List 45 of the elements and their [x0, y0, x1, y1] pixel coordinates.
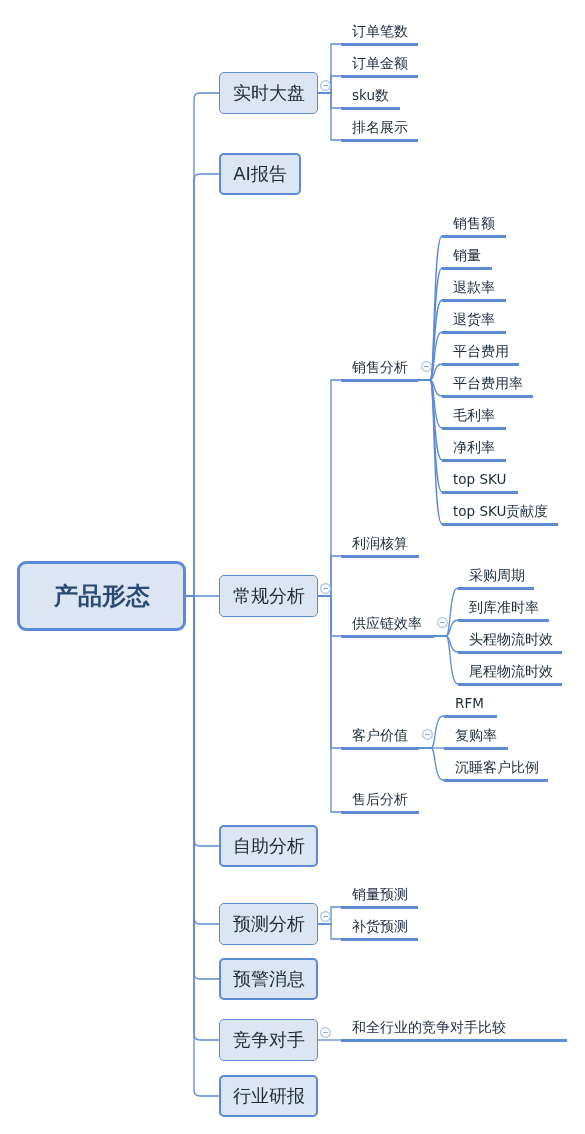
subtopic-label: top SKU [442, 468, 518, 494]
subtopic-label: 采购周期 [458, 564, 534, 590]
subtopic-label: 销量预测 [341, 883, 418, 909]
main-topic-box: 产品形态 [17, 561, 186, 631]
subtopic-label: 复购率 [444, 724, 508, 750]
connector-line [317, 923, 342, 940]
subtopic-label: 毛利率 [442, 404, 506, 430]
topic-box: AI报告 [219, 153, 301, 195]
connector-line [418, 747, 445, 781]
subtopic-label: 销售额 [442, 212, 506, 238]
subtopic-label: 排名展示 [341, 116, 418, 142]
subtopic-label: 供应链效率 [341, 612, 434, 638]
topic-box: 预测分析 [219, 903, 318, 945]
connector-line [317, 92, 342, 141]
topic-box: 竞争对手 [219, 1019, 318, 1061]
topic-box: 自助分析 [219, 825, 318, 867]
connector-line [433, 635, 459, 685]
subtopic-label: 售后分析 [341, 788, 419, 814]
subtopic-label: 补货预测 [341, 915, 418, 941]
subtopic-label: RFM [444, 692, 497, 718]
subtopic-label: top SKU贡献度 [442, 500, 558, 526]
subtopic-label: sku数 [341, 84, 400, 110]
subtopic-label: 销售分析 [341, 356, 418, 382]
topic-box: 常规分析 [219, 575, 318, 617]
connector-line [317, 595, 342, 813]
subtopic-label: 和全行业的竞争对手比较 [341, 1016, 567, 1042]
connector-line [417, 379, 443, 525]
subtopic-label: 客户价值 [341, 724, 419, 750]
topic-box: 预警消息 [219, 958, 318, 1000]
topic-box: 行业研报 [219, 1075, 318, 1117]
connector-line [317, 1039, 342, 1041]
subtopic-label: 利润核算 [341, 532, 419, 558]
subtopic-label: 订单笔数 [341, 20, 418, 46]
subtopic-label: 订单金额 [341, 52, 418, 78]
subtopic-label: 尾程物流时效 [458, 660, 562, 686]
subtopic-label: 平台费用 [442, 340, 519, 366]
subtopic-label: 销量 [442, 244, 492, 270]
subtopic-label: 退货率 [442, 308, 506, 334]
subtopic-label: 到库准时率 [458, 596, 549, 622]
subtopic-label: 净利率 [442, 436, 506, 462]
topic-box: 实时大盘 [219, 72, 318, 114]
subtopic-label: 头程物流时效 [458, 628, 562, 654]
subtopic-label: 退款率 [442, 276, 506, 302]
subtopic-label: 沉睡客户比例 [444, 756, 548, 782]
subtopic-label: 平台费用率 [442, 372, 533, 398]
